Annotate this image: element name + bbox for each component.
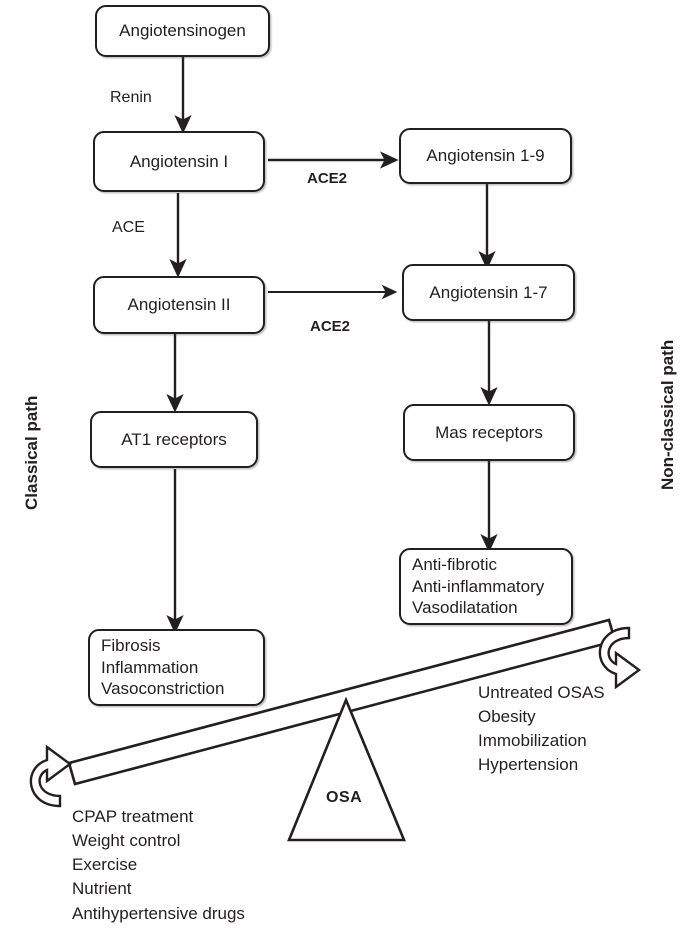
edge-label-ace2-lower: ACE2 [310,318,351,335]
node-classical-effects: Fibrosis Inflammation Vasoconstriction [88,629,265,706]
node-angiotensin-1-9: Angiotensin 1-9 [399,128,572,184]
node-at1-receptors-label: AT1 receptors [121,429,227,449]
balance-left-item: Exercise [72,855,138,875]
balance-left-item: Weight control [72,831,181,851]
node-angiotensin-1-7-label: Angiotensin 1-7 [429,282,548,302]
node-angiotensin-i: Angiotensin I [93,131,265,192]
node-angiotensinogen-label: Angiotensinogen [119,21,246,41]
node-mas-receptors-label: Mas receptors [435,422,543,442]
edge-label-ace: ACE [112,219,145,236]
balance-left-item: CPAP treatment [72,807,194,826]
classical-effect-line: Fibrosis [101,635,161,655]
balance-right-item: Hypertension [478,755,579,775]
fulcrum-label-osa: OSA [326,789,363,806]
node-angiotensin-i-label: Angiotensin I [129,151,229,171]
balance-right-item: Obesity [478,707,536,727]
node-angiotensin-1-7: Angiotensin 1-7 [402,264,575,321]
balance-left-item: Antihypertensive drugs [72,903,245,923]
balance-right-item: Immobilization [478,731,587,751]
edge-label-renin: Renin [110,89,152,106]
classical-effect-line: Vasoconstriction [101,679,225,699]
node-angiotensin-ii: Angiotensin II [93,276,265,334]
fulcrum-triangle [287,696,406,842]
side-label-non-classical-path: Non-classical path [658,339,677,490]
node-angiotensin-1-9-label: Angiotensin 1-9 [426,146,545,166]
side-label-classical-path: Classical path [22,395,41,510]
balance-left-list: CPAP treatment Weight control Exercise N… [72,805,245,926]
balance-left-item: Nutrient [72,879,132,899]
node-angiotensin-ii-label: Angiotensin II [127,295,231,315]
balance-right-list: Untreated OSAS Obesity Immobilization Hy… [478,681,605,778]
node-classical-effects-lines: Fibrosis Inflammation Vasoconstriction [101,635,224,700]
node-angiotensinogen: Angiotensinogen [95,5,270,57]
node-nonclassical-effects: Anti-fibrotic Anti-inflammatory Vasodila… [399,548,573,625]
curved-arrow-right-down-icon [598,626,642,690]
balance-right-item: Untreated OSAS [478,683,605,702]
curved-arrow-left-up-icon [29,744,73,808]
nonclassical-effect-line: Anti-fibrotic [412,554,498,574]
nonclassical-effect-line: Anti-inflammatory [412,576,545,596]
node-mas-receptors: Mas receptors [403,404,575,461]
nonclassical-effect-line: Vasodilatation [412,598,518,618]
classical-effect-line: Inflammation [101,657,199,677]
node-nonclassical-effects-lines: Anti-fibrotic Anti-inflammatory Vasodila… [412,554,544,619]
edge-label-ace2-upper: ACE2 [307,170,348,187]
node-at1-receptors: AT1 receptors [90,411,258,468]
